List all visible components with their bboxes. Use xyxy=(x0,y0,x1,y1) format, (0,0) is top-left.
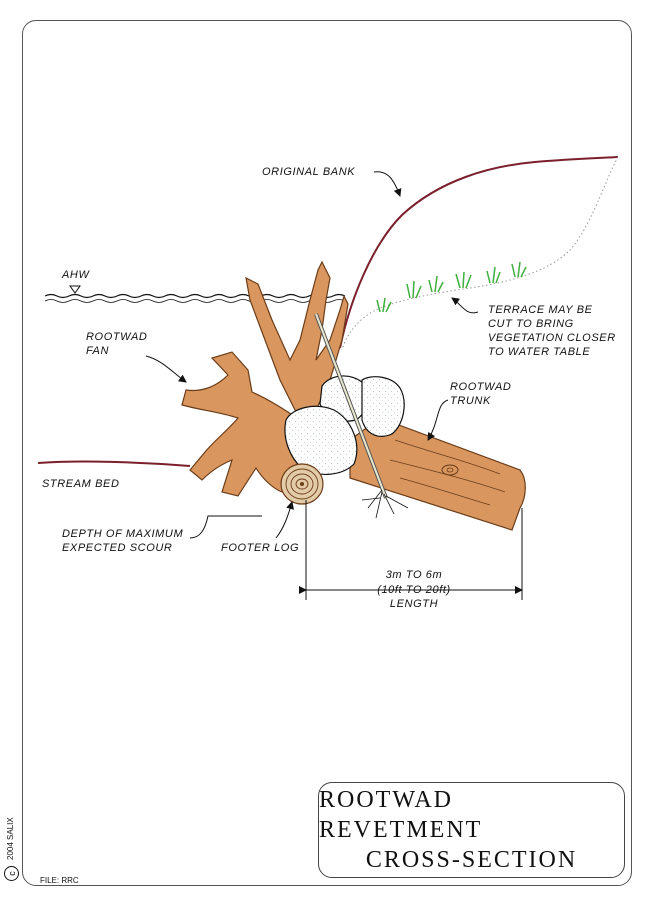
title-block: ROOTWAD REVETMENT CROSS-SECTION xyxy=(318,782,625,878)
rootwad-fan xyxy=(181,260,349,497)
terrace-label-line1: TERRACE MAY BE xyxy=(488,304,593,316)
scour-label-line1: DEPTH OF MAXIMUM xyxy=(62,528,183,540)
copyright-symbol: c xyxy=(4,866,19,881)
boulder-middle xyxy=(284,405,358,475)
rootwad-trunk-leader xyxy=(427,399,449,441)
rootwad-trunk xyxy=(349,417,526,531)
terrace-label-line4: TO WATER TABLE xyxy=(488,346,590,358)
ahw-label: AHW xyxy=(61,269,90,281)
file-label: FILE: RRC xyxy=(40,876,79,885)
title-line1: ROOTWAD REVETMENT xyxy=(319,787,483,843)
rootwad-fan-label-line2: FAN xyxy=(86,345,109,357)
scour-label-line2: EXPECTED SCOUR xyxy=(62,542,172,554)
length-dimension xyxy=(299,500,523,600)
original-bank-label: ORIGINAL BANK xyxy=(262,166,355,178)
footer-log-leader xyxy=(275,501,294,539)
water-level-symbol xyxy=(69,285,81,294)
rootwad-fan-leader xyxy=(145,355,187,383)
footer-log xyxy=(280,463,324,505)
drawing-border xyxy=(22,20,632,886)
rootwad-trunk-label-line1: ROOTWAD xyxy=(450,381,511,393)
water-surface-line xyxy=(44,293,346,299)
length-label-line3: LENGTH xyxy=(390,598,438,610)
footer-log-label: FOOTER LOG xyxy=(221,542,299,554)
stream-bed-label: STREAM BED xyxy=(42,478,120,490)
cutting-roots xyxy=(361,489,409,519)
water-surface-ripple xyxy=(44,299,346,303)
rootwad-fan-label-line1: ROOTWAD xyxy=(86,331,147,343)
terrace-leader xyxy=(451,297,479,314)
scour-leader xyxy=(189,515,262,539)
terrace-label-line3: VEGETATION CLOSER xyxy=(488,332,616,344)
grass-tufts xyxy=(376,261,527,313)
original-bank-line xyxy=(339,156,619,349)
length-label-line1: 3m TO 6m xyxy=(386,569,443,581)
length-label-line2: (10ft TO 20ft) xyxy=(377,584,451,596)
terrace-cut-line xyxy=(341,156,619,351)
boulder-right xyxy=(361,376,405,437)
stream-bed-line xyxy=(37,460,191,467)
terrace-label-line2: CUT TO BRING xyxy=(488,318,574,330)
rootwad-trunk-label-line2: TRUNK xyxy=(450,395,491,407)
title-line2: CROSS-SECTION xyxy=(365,847,578,873)
copyright-text: 2004 SALIX xyxy=(6,817,15,860)
original-bank-leader xyxy=(373,171,402,197)
